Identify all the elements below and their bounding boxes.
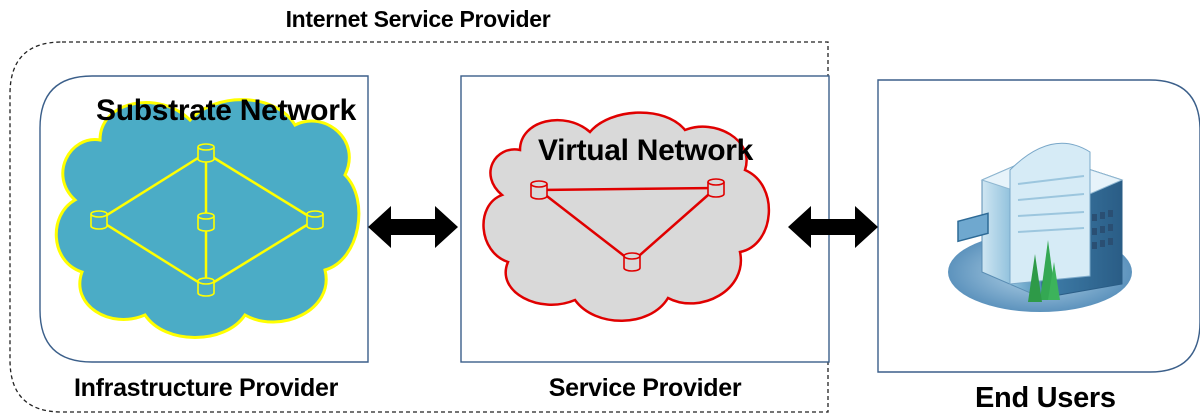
database-icon xyxy=(197,212,215,232)
database-icon xyxy=(623,252,641,272)
database-icon xyxy=(197,143,215,163)
substrate-network-title: Substrate Network xyxy=(96,94,356,127)
end-users-label: End Users xyxy=(975,382,1116,414)
double-arrow-icon xyxy=(368,206,458,248)
database-icon xyxy=(707,178,725,198)
service-provider-label: Service Provider xyxy=(548,374,742,402)
database-icon xyxy=(306,210,324,230)
virtual-cloud xyxy=(482,111,770,322)
database-icon xyxy=(90,210,108,230)
database-icon xyxy=(197,277,215,297)
virtual-links xyxy=(538,186,717,263)
isp-title: Internet Service Provider xyxy=(285,6,551,32)
virtual-network-title: Virtual Network xyxy=(538,134,754,167)
double-arrow-icon xyxy=(788,206,878,248)
isp-boundary xyxy=(9,41,829,413)
database-icon xyxy=(530,180,548,200)
infrastructure-provider-label: Infrastructure Provider xyxy=(74,374,339,402)
office-building-icon xyxy=(948,142,1132,312)
